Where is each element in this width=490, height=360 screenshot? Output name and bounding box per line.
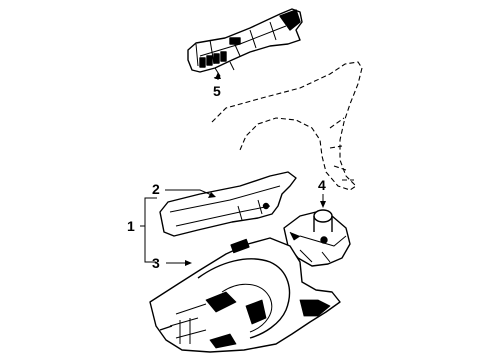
part-3-wheelhouse-apron [149, 237, 341, 353]
arrowheads [185, 72, 326, 266]
callout-label-4: 4 [318, 177, 326, 193]
arrow-2 [208, 192, 216, 198]
part-5-cowl-panel [187, 8, 303, 79]
callout-label-3: 3 [152, 255, 160, 271]
leader-2 [165, 189, 215, 197]
callout-label-5: 5 [213, 83, 221, 99]
part-2-apron-reinforcement [159, 171, 297, 237]
leader-1-bracket [140, 197, 157, 263]
callout-labels: 5 2 1 3 4 [127, 83, 326, 271]
arrow-4 [320, 201, 326, 208]
callout-label-1: 1 [127, 218, 135, 234]
callout-label-2: 2 [152, 181, 160, 197]
arrow-5 [215, 72, 221, 79]
fender-outline [211, 61, 363, 191]
arrow-3 [185, 260, 192, 266]
part-4-mount-bracket [283, 209, 351, 267]
